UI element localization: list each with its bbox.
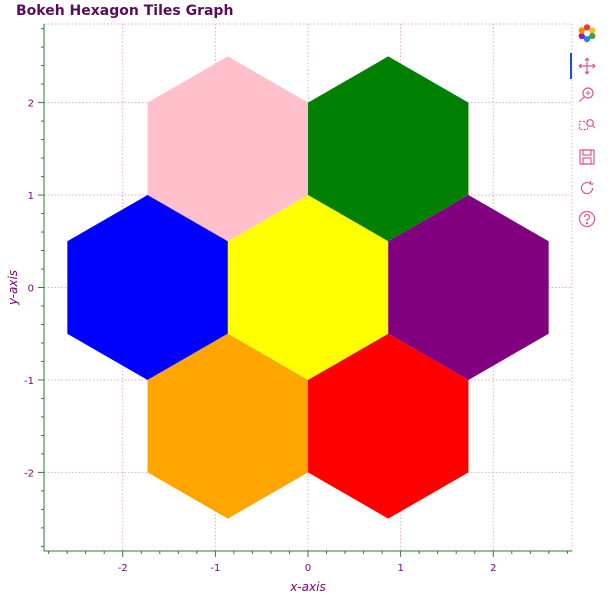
x-axis: -2 -1 0 1 2: [44, 550, 572, 574]
help-icon[interactable]: [576, 208, 598, 230]
y-axis-label: y-axis: [6, 270, 20, 306]
hex-tile: [147, 333, 308, 519]
save-icon[interactable]: [576, 146, 598, 168]
x-tick-label: -2: [118, 563, 128, 574]
hex-tile: [308, 56, 469, 242]
chart-toolbar: [570, 22, 602, 242]
hex-tile: [388, 195, 549, 380]
hex-tile: [67, 195, 228, 380]
active-tool-indicator: [570, 53, 572, 79]
y-tick-label: -1: [24, 376, 34, 387]
y-axis: -2 -1 0 1 2: [24, 24, 45, 551]
x-tick-label: 0: [305, 563, 311, 574]
pan-icon[interactable]: [576, 55, 598, 77]
x-tick-label: 2: [490, 563, 496, 574]
hex-tile: [308, 333, 469, 519]
y-tick-label: 0: [28, 284, 34, 295]
x-tick-label: 1: [397, 563, 403, 574]
plot-frame: [44, 23, 573, 551]
y-tick-label: -2: [24, 468, 34, 479]
y-tick-label: 2: [28, 99, 34, 110]
reset-icon[interactable]: [576, 177, 598, 199]
x-tick-label: -1: [210, 563, 220, 574]
x-axis-label: x-axis: [289, 580, 325, 594]
chart-title: Bokeh Hexagon Tiles Graph: [16, 3, 234, 19]
hex-tiles: [67, 56, 549, 519]
hex-tile: [227, 195, 389, 380]
hex-tile: [147, 56, 308, 242]
box-zoom-icon[interactable]: [576, 115, 598, 137]
y-tick-label: 1: [28, 191, 34, 202]
bokeh-logo-icon[interactable]: [576, 22, 598, 44]
wheel-zoom-icon[interactable]: [576, 84, 598, 106]
